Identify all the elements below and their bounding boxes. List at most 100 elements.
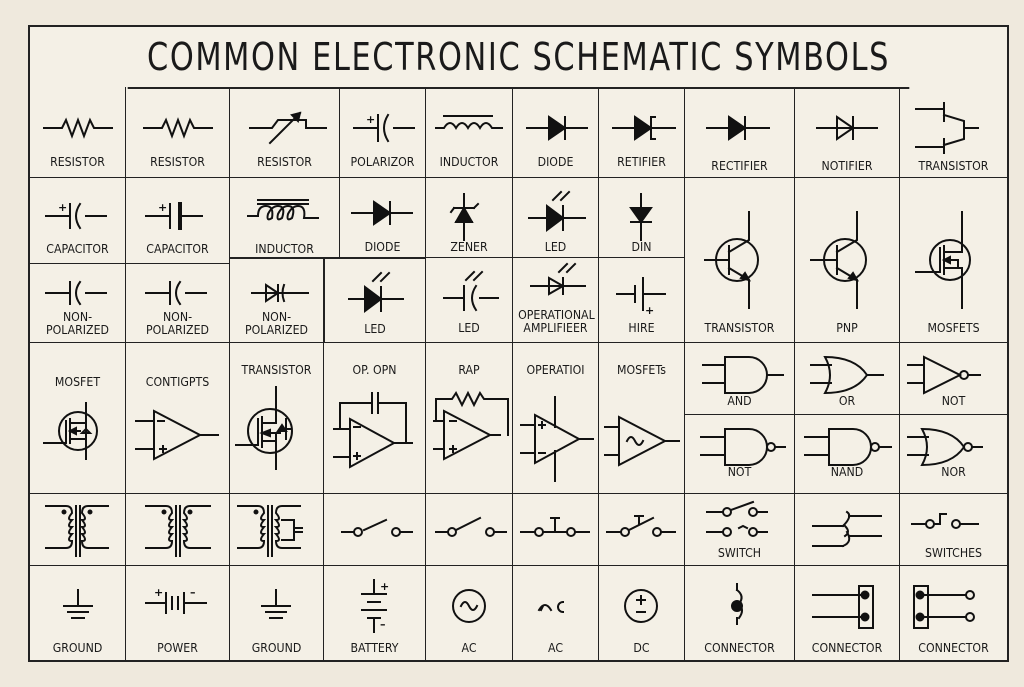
svg-text:+: + xyxy=(645,304,654,317)
label: INDUCTOR xyxy=(439,154,499,169)
cell-resistor-2: RESISTOR xyxy=(126,87,230,178)
power-battery-icon: +– xyxy=(145,586,207,614)
cell-nor: NOR xyxy=(900,415,1007,494)
cell-power: +– POWER xyxy=(126,566,230,660)
cell-mosfets-2: MOSFETs xyxy=(599,343,685,494)
label: SWITCH xyxy=(717,545,762,560)
label: GROUND xyxy=(251,640,302,655)
svg-text:+: + xyxy=(380,580,389,593)
label: CONNECTOR xyxy=(704,640,775,655)
cell-dc: DC xyxy=(599,566,685,660)
cell-switch-1 xyxy=(324,494,426,566)
not-gate-icon xyxy=(907,355,981,395)
resistor-icon xyxy=(43,117,113,139)
mosfet-icon xyxy=(915,211,971,309)
cell-not: NOT xyxy=(900,343,1007,415)
label: TRANSISTOR xyxy=(704,320,775,335)
cell-connector-3: CONNECTOR xyxy=(900,566,1007,660)
label: PNP xyxy=(836,320,858,335)
non-polarized-capacitor-icon xyxy=(145,280,207,306)
non-polarized-capacitor-icon xyxy=(45,280,107,306)
terminal-connector-icon xyxy=(913,585,975,629)
cell-inductor-2: INDUCTOR xyxy=(230,178,340,258)
capacitor-icon: + xyxy=(145,201,203,230)
led-icon xyxy=(528,190,586,232)
feedback-op-amp-icon xyxy=(433,390,509,461)
cell-connector-1: CONNECTOR xyxy=(685,566,795,660)
cell-switches: SWITCHES xyxy=(900,494,1007,566)
label: LED xyxy=(458,320,480,335)
varactor-icon xyxy=(251,283,309,303)
label: GROUND xyxy=(52,640,103,655)
cell-pushbutton xyxy=(513,494,599,566)
ac-amplifier-icon xyxy=(604,415,680,467)
igbt-transistor-icon xyxy=(915,102,979,154)
cell-and: AND xyxy=(685,343,795,415)
cell-ground-1: GROUND xyxy=(30,566,126,660)
led-capacitor-icon xyxy=(443,270,499,312)
label: LED xyxy=(364,321,386,336)
cell-mosfet: MOSFET xyxy=(30,343,126,494)
svg-text:–: – xyxy=(190,586,196,599)
cell-resistor-3: RESISTOR xyxy=(230,87,340,178)
label: NON- POLARIZED xyxy=(244,309,309,337)
label: RESISTOR xyxy=(257,154,312,169)
cell-contigpts: CONTIGPTS xyxy=(126,343,230,494)
ground-icon xyxy=(63,589,93,619)
svg-text:+: + xyxy=(154,586,163,599)
cell-transformer-1 xyxy=(30,494,126,566)
label: DIODE xyxy=(537,154,574,169)
cell-zener: ZENER xyxy=(426,178,513,258)
label: SWITCHES xyxy=(924,545,983,560)
cell-hire: + HIRE xyxy=(599,258,685,343)
label: TRANSISTOR xyxy=(918,158,989,173)
label: DIN xyxy=(631,239,652,254)
led-outline-icon xyxy=(530,262,586,296)
switch-icon xyxy=(435,516,507,537)
ac-source-icon xyxy=(452,589,486,623)
cell-transistor-npn: TRANSISTOR xyxy=(685,178,795,343)
label: RAP xyxy=(458,362,480,377)
switch-icon xyxy=(911,513,979,529)
cell-resistor-1: RESISTOR xyxy=(30,87,126,178)
double-switch-icon xyxy=(706,500,768,537)
cell-din: DIN xyxy=(599,178,685,258)
label: POWER xyxy=(157,640,198,655)
pushbutton-switch-icon xyxy=(606,515,676,537)
label: CONNECTOR xyxy=(918,640,989,655)
header-connector-icon xyxy=(812,585,874,629)
resistor-icon xyxy=(143,117,213,139)
cell-pushbutton-2 xyxy=(599,494,685,566)
label: POLARIZOR xyxy=(350,154,415,169)
svg-text:–: – xyxy=(380,618,386,631)
cell-battery: + – BATTERY xyxy=(324,566,426,660)
diode-icon xyxy=(351,200,413,226)
label: NAND xyxy=(830,464,864,479)
label: RESISTOR xyxy=(150,154,205,169)
page-title: COMMON ELECTRONIC SCHEMATIC SYMBOLS xyxy=(127,27,910,89)
label: BATTERY xyxy=(350,640,399,655)
label: NOTIFIER xyxy=(821,158,873,173)
cell-non-polarized-2: NON- POLARIZED xyxy=(126,264,230,343)
label: DC xyxy=(633,640,650,655)
label: NON- POLARIZED xyxy=(45,309,110,337)
cell-ac: AC xyxy=(426,566,513,660)
label: OPERATIONAL AMPLIFIEER xyxy=(518,307,595,335)
rectifier-icon xyxy=(612,115,676,141)
mosfet-icon xyxy=(235,386,293,470)
schematic-symbols-chart: COMMON ELECTRONIC SCHEMATIC SYMBOLS xyxy=(28,25,1009,662)
label: OR xyxy=(838,393,856,408)
cell-ac-2: AC xyxy=(513,566,599,660)
polarized-capacitor-icon: + xyxy=(353,113,415,143)
cell-capacitor-1: + CAPACITOR xyxy=(30,178,126,264)
cell-switch-2 xyxy=(426,494,513,566)
cell-diode: DIODE xyxy=(513,87,599,178)
rectifier-icon xyxy=(706,115,770,141)
cell-transistor-igbt: TRANSISTOR xyxy=(900,87,1007,178)
ground-icon xyxy=(261,589,291,619)
dc-source-icon xyxy=(624,589,658,623)
cell-notifier: NOTIFIER xyxy=(795,87,900,178)
label: TRANSISTOR xyxy=(241,362,312,377)
label: CAPACITOR xyxy=(46,241,109,256)
nand-gate-icon xyxy=(700,428,786,466)
